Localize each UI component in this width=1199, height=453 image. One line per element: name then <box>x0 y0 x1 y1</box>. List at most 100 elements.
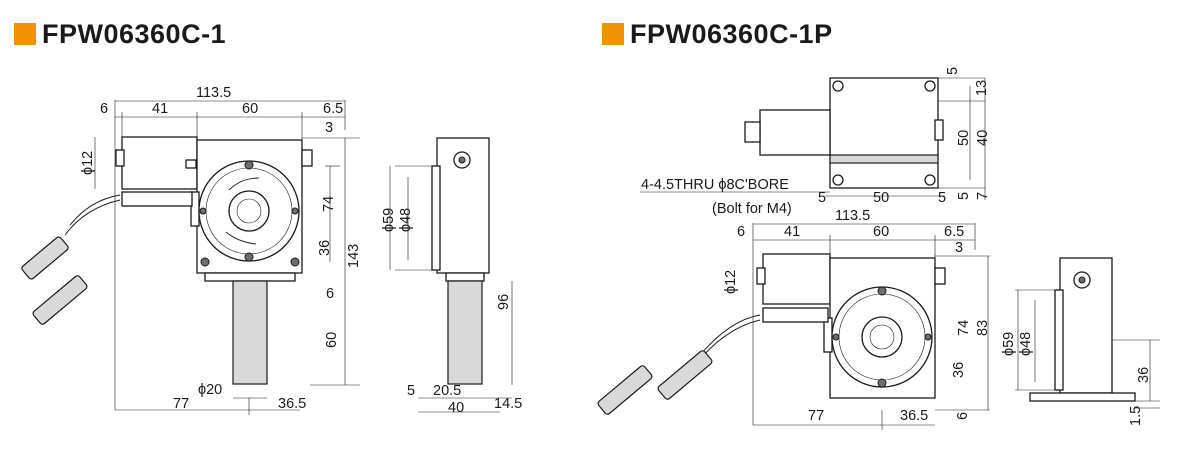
dim-74: 74 <box>321 196 337 212</box>
title-marker-left <box>14 23 36 45</box>
dim-77: 77 <box>173 396 189 412</box>
dim-36-5: 36.5 <box>900 408 928 424</box>
plate-tab <box>934 119 944 141</box>
dim-3: 3 <box>325 120 333 136</box>
dim-total-width: 113.5 <box>835 208 870 224</box>
center-bore-inner <box>236 198 262 224</box>
dim-77: 77 <box>808 408 824 424</box>
motor-tab <box>185 159 197 169</box>
screw <box>200 257 210 267</box>
scale-plate <box>1054 289 1064 391</box>
plate-dim-5r: 5 <box>938 190 946 206</box>
connector <box>657 350 713 400</box>
side-knob-center <box>458 156 466 164</box>
plate-dim-40: 40 <box>975 130 991 146</box>
plate <box>829 77 939 189</box>
hole <box>924 80 936 92</box>
dim-phi59: ϕ59 <box>381 208 397 232</box>
right-side-view: ϕ59 ϕ48 36 1.5 <box>1001 257 1160 426</box>
cable-clamp <box>121 191 193 207</box>
dimension-line <box>21 236 69 280</box>
dim-phi48: ϕ48 <box>398 208 414 232</box>
plate-motor-knob <box>744 121 761 143</box>
dim-6: 6 <box>100 101 108 117</box>
dimension-line <box>32 275 88 325</box>
bolt-note: (Bolt for M4) <box>712 201 792 217</box>
dim-83: 83 <box>975 320 991 336</box>
dim-36: 36 <box>951 362 967 378</box>
dim-phi12: ϕ12 <box>723 270 739 294</box>
center-bore <box>228 190 270 232</box>
dim-phi48: ϕ48 <box>1018 332 1034 356</box>
dim-1-5: 1.5 <box>1128 406 1144 426</box>
right-front-view: 113.5 6 41 60 6.5 3 ϕ12 74 83 36 6 77 36… <box>597 208 991 430</box>
plate-dim-5l: 5 <box>818 190 826 206</box>
motor-body <box>762 253 831 305</box>
title-marker-right <box>602 23 624 45</box>
side-base <box>445 272 485 282</box>
dim-6-5: 6.5 <box>323 101 343 117</box>
dim-60: 60 <box>873 224 889 240</box>
center-bore-inner <box>869 324 895 350</box>
right-title-text: FPW06360C-1P <box>630 18 833 49</box>
connector <box>21 236 69 280</box>
dim-14-5: 14.5 <box>494 396 522 412</box>
plate-scale <box>829 154 939 164</box>
dimension-line <box>597 365 653 415</box>
screw <box>244 252 254 262</box>
plate-dim-7: 7 <box>975 192 991 200</box>
dim-60: 60 <box>242 101 258 117</box>
screw <box>877 286 887 296</box>
dim-40: 40 <box>448 400 464 416</box>
screw <box>832 333 840 341</box>
left-front-view: 113.5 6 41 60 6.5 3 ϕ12 74 36 143 6 60 ϕ… <box>21 85 362 415</box>
dim-41: 41 <box>152 101 168 117</box>
dim-5: 5 <box>407 383 415 399</box>
shaft <box>232 280 268 385</box>
plate-dim-13: 13 <box>974 80 990 96</box>
dim-3: 3 <box>955 240 963 256</box>
dim-20-5: 20.5 <box>433 383 461 399</box>
dim-36-5: 36.5 <box>278 396 306 412</box>
dim-total-width: 113.5 <box>196 85 231 101</box>
side-knob-center <box>1078 276 1086 284</box>
left-title-text: FPW06360C-1 <box>42 18 227 49</box>
side-shaft <box>447 280 483 385</box>
dim-96: 96 <box>496 294 512 310</box>
screw <box>924 333 932 341</box>
screw <box>199 207 207 215</box>
plate-dim-5: 5 <box>945 67 961 75</box>
connector <box>32 275 88 325</box>
cable <box>64 194 121 236</box>
side-tab <box>301 149 313 167</box>
plate-dim-50b: 50 <box>873 190 889 206</box>
slot-arcs <box>225 177 260 245</box>
plate-dim-50: 50 <box>956 130 972 146</box>
dim-phi59: ϕ59 <box>1001 332 1017 356</box>
dim-6: 6 <box>737 224 745 240</box>
connector <box>597 365 653 415</box>
dim-60v: 60 <box>324 332 340 348</box>
motor-knob <box>756 267 766 285</box>
hole <box>832 174 844 186</box>
right-title: FPW06360C-1P <box>602 18 833 50</box>
hole <box>832 80 844 92</box>
cable-clamp <box>762 307 829 323</box>
right-plate-view: 5 13 50 40 5 7 5 50 5 4-4.5THRU ϕ8C'BORE… <box>640 67 991 217</box>
plate-motor <box>759 109 831 156</box>
screw <box>877 378 887 388</box>
left-title: FPW06360C-1 <box>14 18 226 50</box>
base-plate <box>204 272 296 282</box>
dim-41: 41 <box>784 224 800 240</box>
dim-143: 143 <box>346 244 362 268</box>
dim-6b: 6 <box>955 412 971 420</box>
dim-6-5: 6.5 <box>944 224 964 240</box>
side-tab <box>934 267 946 285</box>
screw <box>291 207 299 215</box>
hole-note: 4-4.5THRU ϕ8C'BORE <box>641 177 789 193</box>
screw <box>290 257 300 267</box>
scale-plate <box>431 165 441 271</box>
left-side-view: ϕ59 ϕ48 96 5 20.5 40 14.5 <box>381 137 522 416</box>
dim-phi20: ϕ20 <box>198 382 222 398</box>
